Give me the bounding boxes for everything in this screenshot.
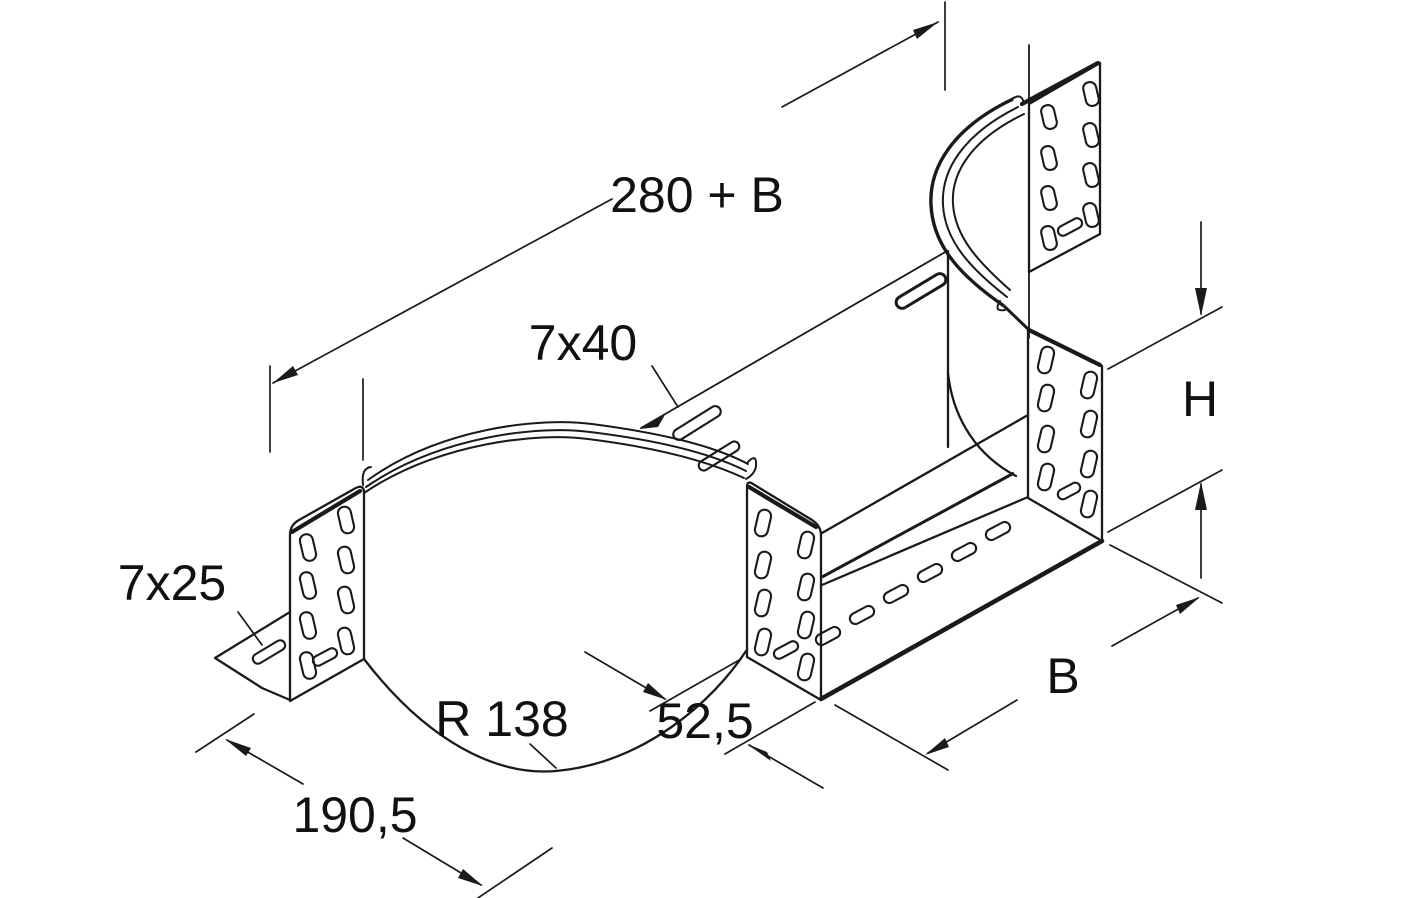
base-slot-7x25 (251, 639, 287, 665)
rim-slot-7x40 (672, 405, 722, 441)
leader-radius (529, 743, 557, 769)
far-wall-bottom-fold (821, 471, 1015, 579)
label-top-slot: 7x40 (529, 315, 637, 371)
right-upper-flange-plate (1019, 60, 1102, 274)
near-wall-top-edge (820, 413, 1030, 535)
label-outlet-depth: 190,5 (292, 787, 417, 843)
label-width: B (1046, 648, 1079, 704)
extension-line (1109, 544, 1223, 604)
label-radius: R 138 (435, 691, 568, 747)
far-wall-top-edge (640, 250, 948, 429)
branch-inner-corner-curve (946, 371, 1018, 478)
leader-base-slot (237, 611, 263, 646)
curve-bottom-cap (996, 300, 1006, 312)
left-flange-slots (298, 505, 356, 680)
rim-left-cap (361, 466, 372, 486)
main-channel (640, 249, 1105, 702)
far-rim-slot-7x40 (894, 272, 948, 310)
dimension-height (1107, 221, 1223, 579)
dimension-line (272, 21, 939, 384)
left-base-plate (213, 610, 292, 702)
floor-perforations (814, 520, 1012, 647)
extension-line (724, 701, 816, 755)
extension-line (649, 658, 742, 712)
dimension-width (834, 544, 1223, 771)
edge-arrowhead (640, 413, 666, 429)
center-flange-plate (745, 481, 823, 702)
rim-right-cap (745, 457, 758, 480)
leader-top-slot (651, 365, 679, 408)
extension-line (1107, 469, 1223, 533)
extension-line (476, 847, 553, 898)
rim-slot-7x40-b (697, 440, 741, 472)
right-lower-flange-plate (1026, 327, 1104, 543)
label-height: H (1182, 371, 1218, 427)
right-lower-slots (1036, 345, 1099, 519)
right-upper-slots (1040, 80, 1100, 252)
label-base-slot: 7x25 (118, 555, 226, 611)
dimension-total-length (269, 1, 946, 461)
dimension-branch-offset (584, 651, 824, 789)
bend-outer-wall (361, 405, 758, 773)
extension-line (1107, 306, 1223, 370)
floor-front-edge (818, 538, 1105, 702)
extension-line (195, 713, 255, 753)
center-flange-slots (753, 508, 816, 682)
extension-line (834, 704, 949, 771)
label-branch-offset: 52,5 (656, 693, 753, 749)
dimension-outlet-depth (195, 713, 553, 898)
label-total-length: 280 + B (610, 167, 784, 223)
left-flange-plate (288, 485, 366, 703)
